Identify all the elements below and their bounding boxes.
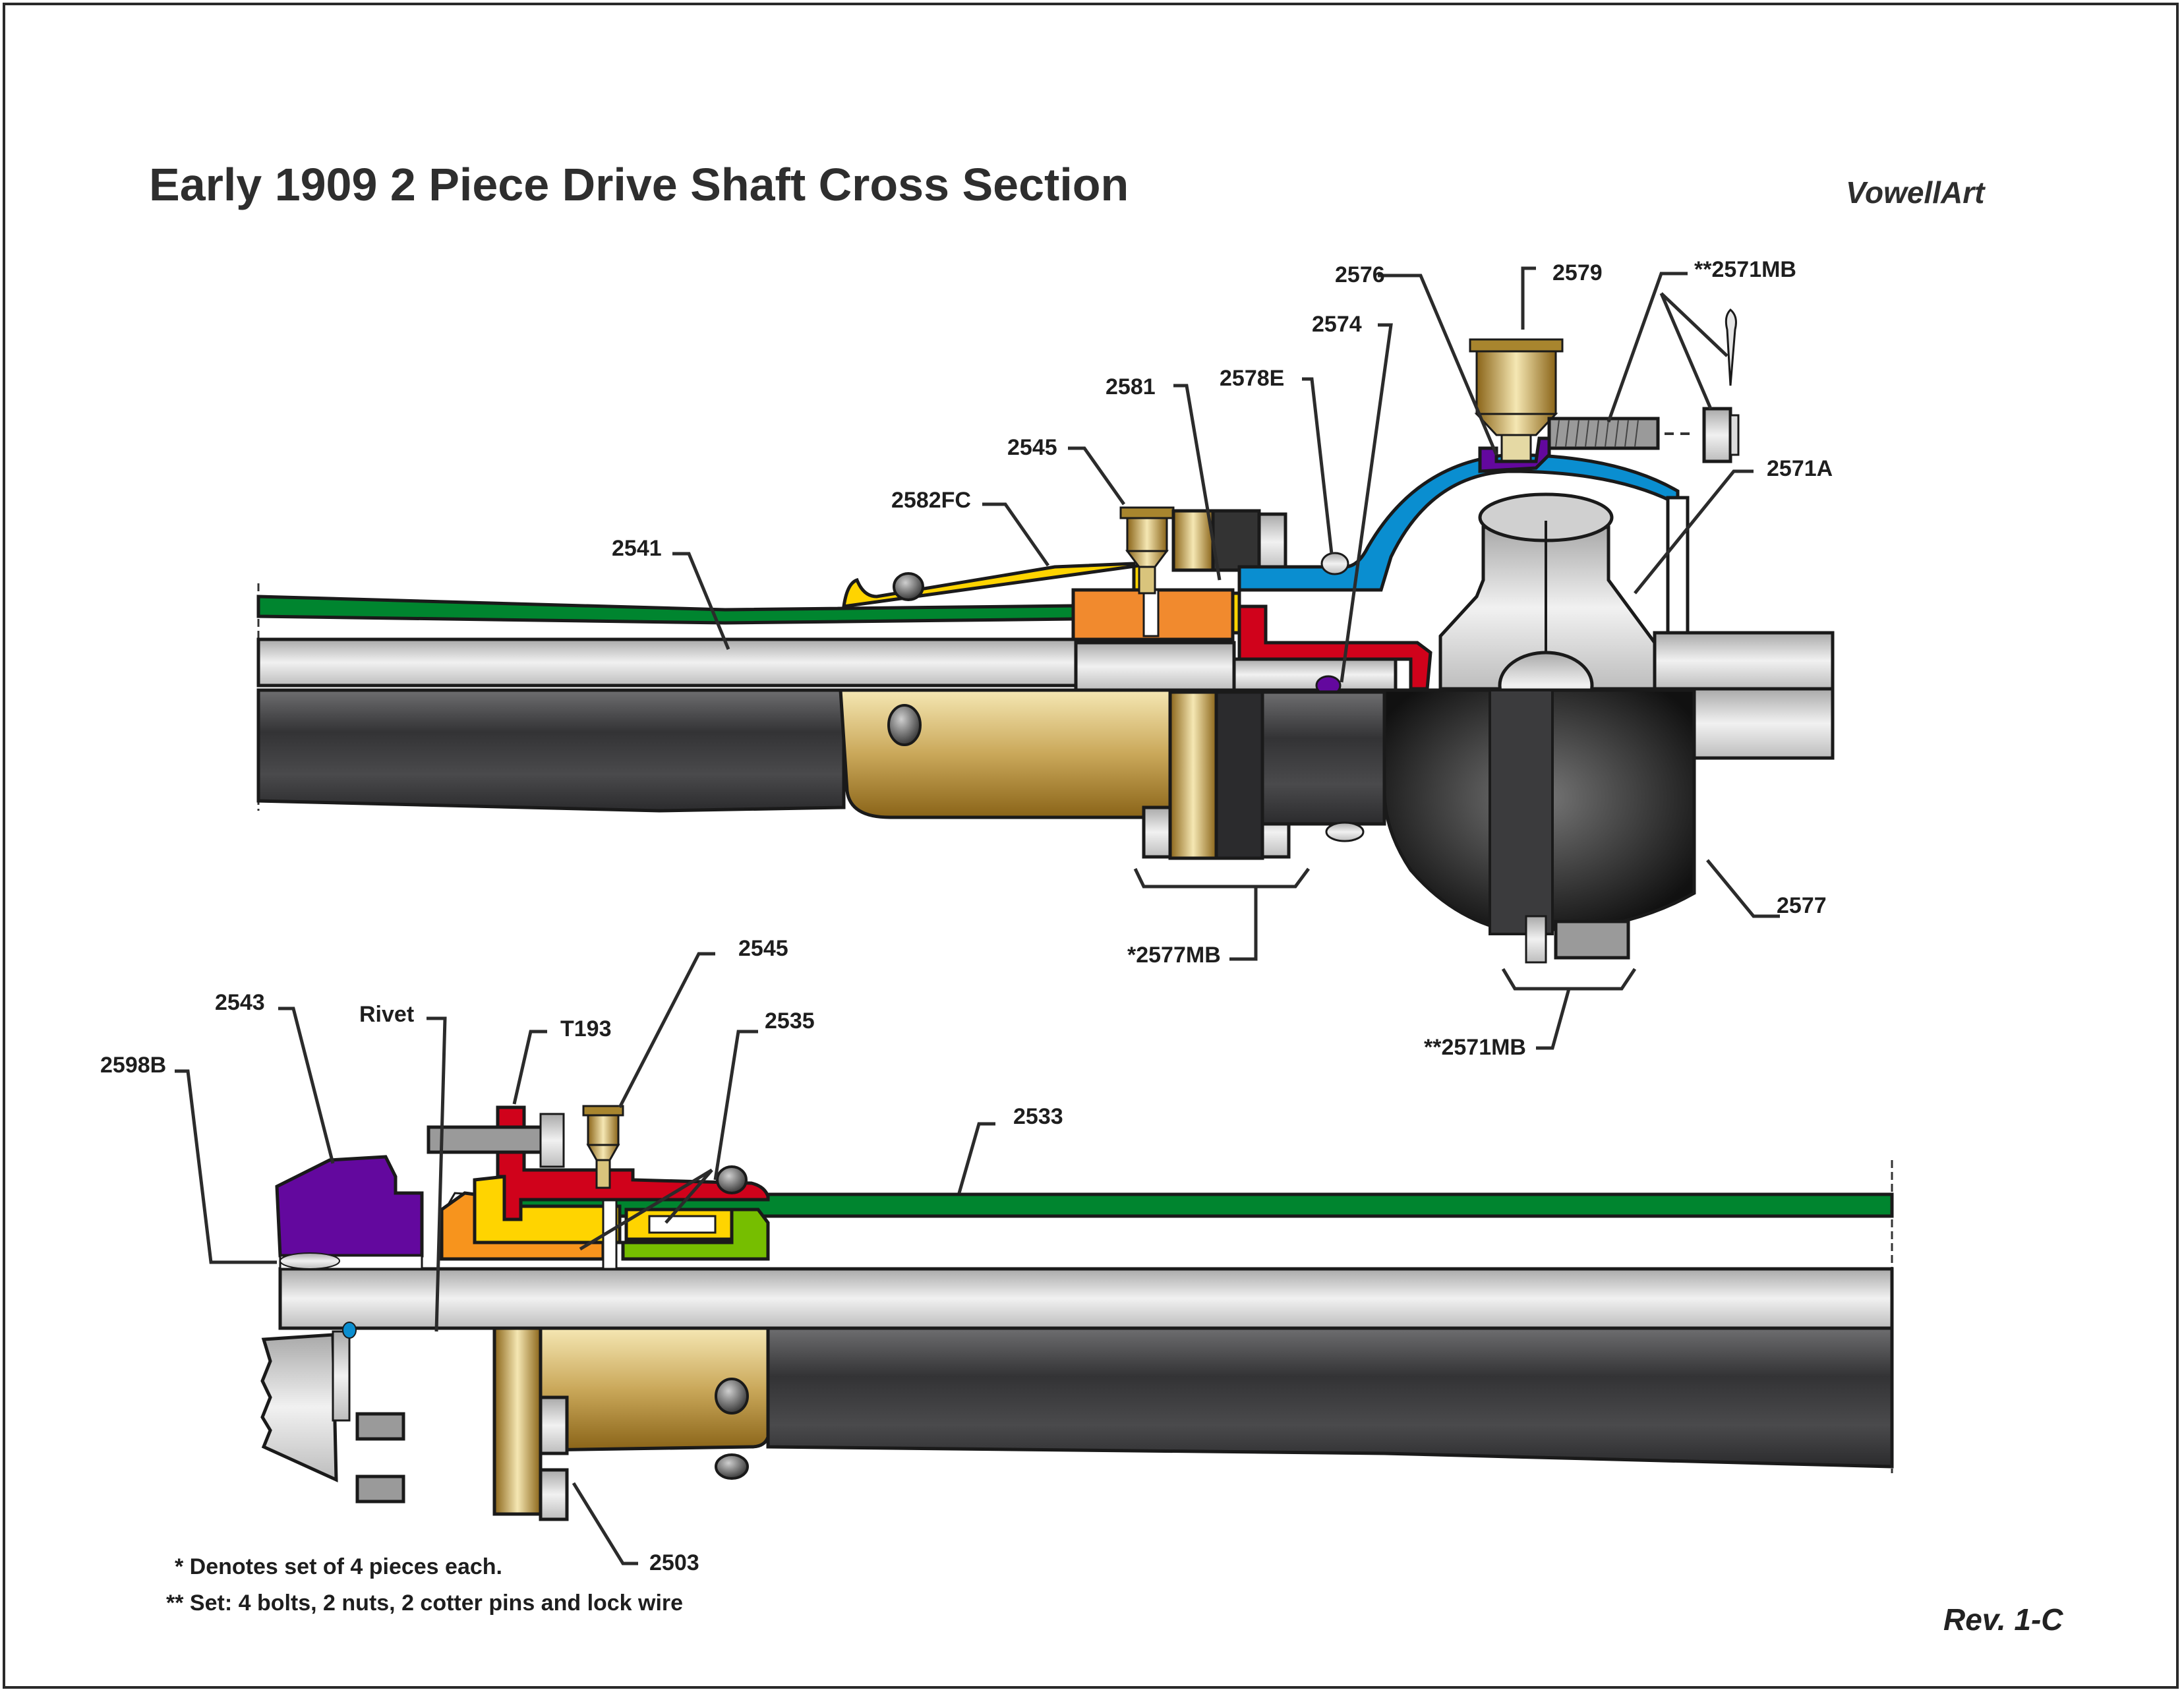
oil-cup-2545-lower [582,1105,624,1189]
bolt-2571mb-bottom [1554,920,1630,960]
outer-tube-lower [766,1326,1894,1469]
bracket-2571mb-bottom [1501,968,1637,991]
bolt-lower-2 [355,1475,405,1504]
label-2577: 2577 [1777,893,1827,918]
rivet-head [893,572,924,601]
brass-coupling-lower [396,1326,770,1452]
lower-leaders [175,952,995,1565]
drive-shaft-upper [256,637,1078,687]
rivet-head [887,704,922,746]
label-2582fc: 2582FC [891,488,971,513]
drive-shaft-lower [278,1267,1894,1330]
label-2545-lower: 2545 [738,936,788,961]
revision-label: Rev. 1-C [1943,1602,2063,1637]
rivet-head [715,1378,749,1415]
bolt-lower-1 [355,1412,405,1441]
nut-lower-2 [539,1468,569,1521]
upper-leaders [672,266,1780,1050]
black-ring [1211,509,1261,572]
label-2571mb-top: **2571MB [1694,257,1796,282]
brass-coupling-upper [839,688,1175,819]
upper-assembly [256,308,1835,991]
label-2571mb-bottom: **2571MB [1424,1035,1526,1060]
lower-assembly [260,1105,1894,1521]
oil-groove [648,1215,717,1234]
black-flange-upper [1214,690,1264,860]
cotter-pin [1725,308,1737,386]
label-2581: 2581 [1106,374,1156,399]
brass-flange-upper [1168,690,1218,860]
rivet-head [715,1453,749,1480]
label-2598b: 2598B [100,1053,166,1078]
nut-upper [1257,512,1287,572]
cap-skirt [1666,496,1690,635]
bushing-lime [621,1208,770,1261]
small-nut [1325,821,1365,842]
oil-passage [1142,589,1160,637]
nut-2571mb [1702,407,1732,463]
washer-steel [280,1252,340,1270]
nut-washer [1729,414,1740,456]
note-double-asterisk: ** Set: 4 bolts, 2 nuts, 2 cotter pins a… [166,1591,684,1616]
yoke-2571a [1653,631,1835,691]
label-2543: 2543 [215,990,265,1015]
label-t193: T193 [560,1016,612,1041]
black-tube-mid [1260,690,1386,826]
note-single-asterisk: * Denotes set of 4 pieces each. [175,1554,502,1579]
oil-cup-2579 [1469,338,1564,463]
ring-2581 [1171,509,1215,572]
nut-lower-1 [539,1395,569,1455]
housing-band [1489,689,1554,935]
drawing-title: Early 1909 2 Piece Drive Shaft Cross Sec… [149,159,1129,210]
label-rivet: Rivet [359,1002,414,1027]
label-2576: 2576 [1335,262,1385,287]
cap-2576 [1237,453,1680,592]
label-2535: 2535 [765,1008,815,1034]
torque-tube-2541 [256,595,1136,625]
bolt-2578e [1320,552,1349,575]
collar-steel [1232,657,1398,692]
housing-t193 [496,1105,770,1221]
label-2545-upper: 2545 [1007,435,1057,460]
bolt-thread [1555,419,1639,448]
outer-tube-upper [256,688,846,813]
oil-cup-2545-upper [1119,506,1175,595]
rivet-head [716,1165,748,1194]
brass-flange-lower [492,1326,543,1516]
pinion-gear [260,1333,338,1482]
shaft-collar [1074,641,1236,692]
nut-2577mb-left [1142,805,1172,859]
nut-t193 [539,1113,565,1168]
label-2571a: 2571A [1767,456,1833,481]
label-2503: 2503 [649,1550,699,1575]
label-2541: 2541 [612,536,662,561]
label-2574: 2574 [1312,312,1362,337]
artist-brand: VowellArt [1846,175,1985,210]
nut-bottom [1525,915,1547,964]
drawing-border [3,3,2179,1689]
label-2577mb: *2577MB [1127,943,1221,968]
bracket-2577mb [1133,867,1311,889]
rivet-blue [342,1322,357,1339]
label-2579: 2579 [1552,260,1603,285]
gear-2543 [275,1155,424,1258]
label-2578e: 2578E [1220,366,1284,391]
gear-hub [332,1330,351,1422]
label-2533: 2533 [1013,1104,1063,1129]
bolt-t193 [427,1125,549,1154]
universal-joint [1438,492,1657,720]
